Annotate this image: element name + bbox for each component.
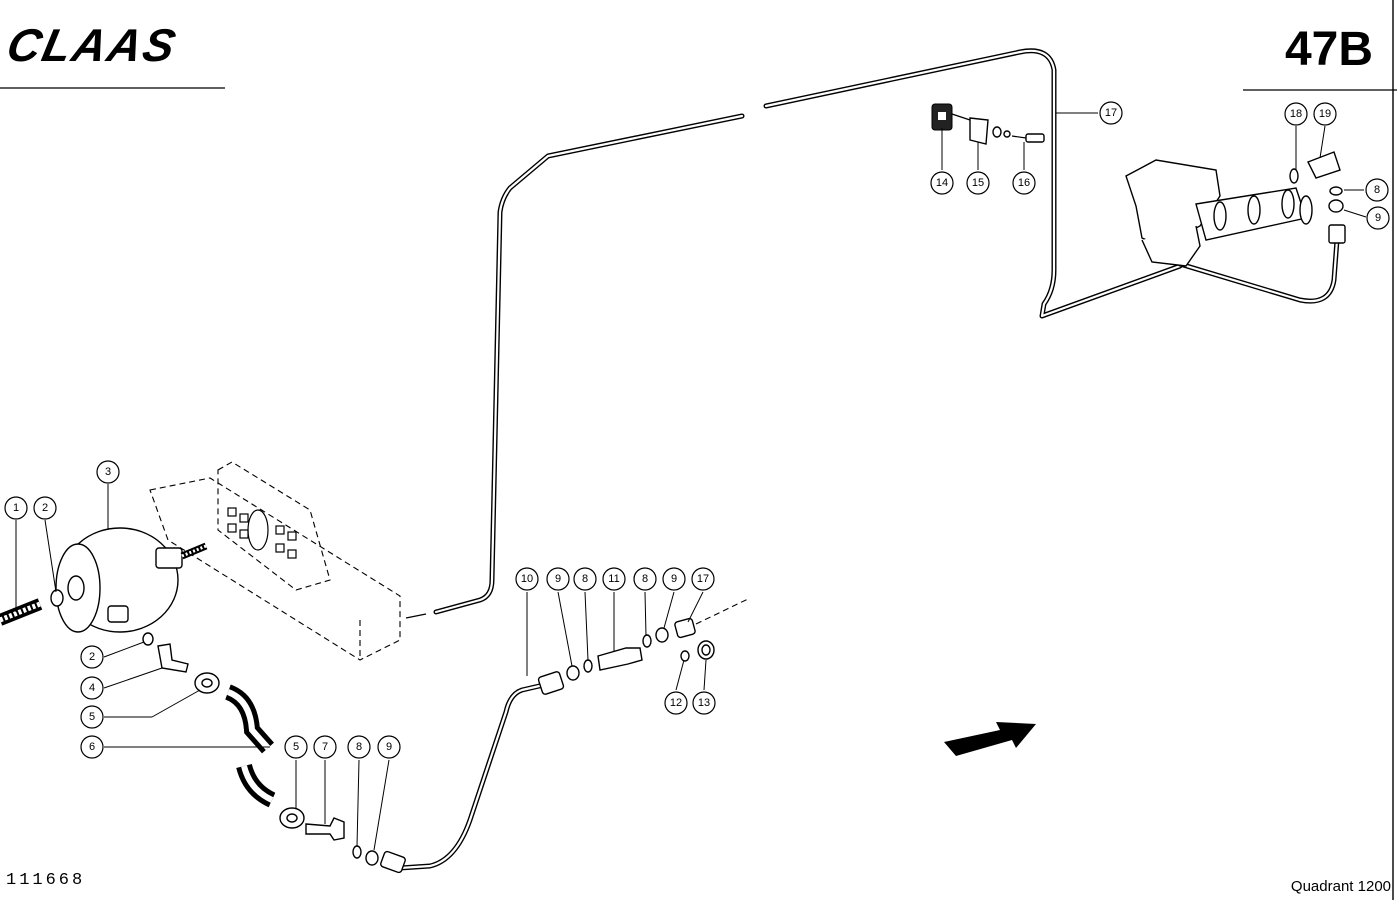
callout-9c: 9 — [662, 567, 686, 591]
master-cylinder — [1125, 151, 1344, 267]
svg-text:2: 2 — [42, 502, 48, 514]
union-fitting-parts — [566, 597, 751, 681]
callout-8b: 8 — [573, 567, 597, 591]
callout-2: 2 — [33, 496, 57, 520]
brake-pipe-lower — [380, 671, 565, 874]
callout-3: 3 — [96, 460, 120, 484]
callout-19: 19 — [1313, 102, 1337, 126]
callout-4: 4 — [80, 676, 104, 700]
callout-5b: 5 — [284, 735, 308, 759]
callout-11: 11 — [602, 567, 626, 591]
callout-labels: 1 2 3 2 4 5 6 5 7 8 9 10 9 8 11 8 9 17 1… — [4, 101, 1390, 759]
callout-8d: 8 — [1365, 178, 1389, 202]
frame-outline — [149, 461, 401, 661]
svg-text:6: 6 — [89, 741, 95, 753]
svg-text:4: 4 — [89, 682, 95, 694]
svg-text:12: 12 — [670, 697, 682, 709]
svg-text:17: 17 — [1105, 107, 1117, 119]
svg-text:8: 8 — [642, 573, 648, 585]
callout-13: 13 — [692, 691, 716, 715]
page-number: 47B — [1284, 23, 1373, 76]
callout-2b: 2 — [80, 645, 104, 669]
svg-text:9: 9 — [555, 573, 561, 585]
svg-text:15: 15 — [972, 177, 984, 189]
brake-pipe-main — [405, 48, 1183, 619]
leader-lines — [15, 112, 1367, 851]
svg-text:16: 16 — [1018, 177, 1030, 189]
callout-10: 10 — [515, 567, 539, 591]
svg-text:8: 8 — [1374, 184, 1380, 196]
direction-arrow — [944, 722, 1036, 756]
svg-text:3: 3 — [105, 466, 111, 478]
callout-1: 1 — [4, 496, 28, 520]
callout-15: 15 — [966, 171, 990, 195]
svg-text:9: 9 — [1375, 212, 1381, 224]
svg-text:10: 10 — [521, 573, 533, 585]
svg-text:14: 14 — [936, 177, 948, 189]
callout-9b: 9 — [546, 567, 570, 591]
svg-text:9: 9 — [386, 741, 392, 753]
callout-9d: 9 — [1366, 206, 1390, 230]
callout-14: 14 — [930, 171, 954, 195]
drawing-number: 111668 — [6, 871, 86, 890]
svg-text:9: 9 — [671, 573, 677, 585]
clamp-parts — [931, 103, 1045, 145]
svg-text:2: 2 — [89, 651, 95, 663]
callout-16: 16 — [1012, 171, 1036, 195]
svg-text:13: 13 — [698, 697, 710, 709]
svg-text:19: 19 — [1319, 108, 1331, 120]
callout-8c: 8 — [633, 567, 657, 591]
svg-text:18: 18 — [1290, 108, 1302, 120]
callout-7: 7 — [313, 735, 337, 759]
callout-5: 5 — [80, 705, 104, 729]
svg-text:5: 5 — [293, 741, 299, 753]
callout-6: 6 — [80, 735, 104, 759]
svg-text:7: 7 — [322, 741, 328, 753]
callout-18: 18 — [1284, 102, 1308, 126]
brake-booster — [55, 527, 208, 633]
svg-text:8: 8 — [582, 573, 588, 585]
svg-text:17: 17 — [697, 573, 709, 585]
svg-text:1: 1 — [13, 502, 19, 514]
callout-17b: 17 — [691, 567, 715, 591]
callout-17: 17 — [1099, 101, 1123, 125]
svg-text:11: 11 — [608, 573, 619, 585]
svg-text:8: 8 — [356, 741, 362, 753]
callout-8: 8 — [347, 735, 371, 759]
vacuum-hose-parts — [142, 632, 379, 866]
callout-9: 9 — [377, 735, 401, 759]
part-1-connector — [0, 589, 64, 626]
svg-text:5: 5 — [89, 711, 95, 723]
model-name: Quadrant 1200 — [1290, 878, 1391, 895]
callout-12: 12 — [664, 691, 688, 715]
pipe-to-master-cylinder — [1177, 224, 1346, 304]
